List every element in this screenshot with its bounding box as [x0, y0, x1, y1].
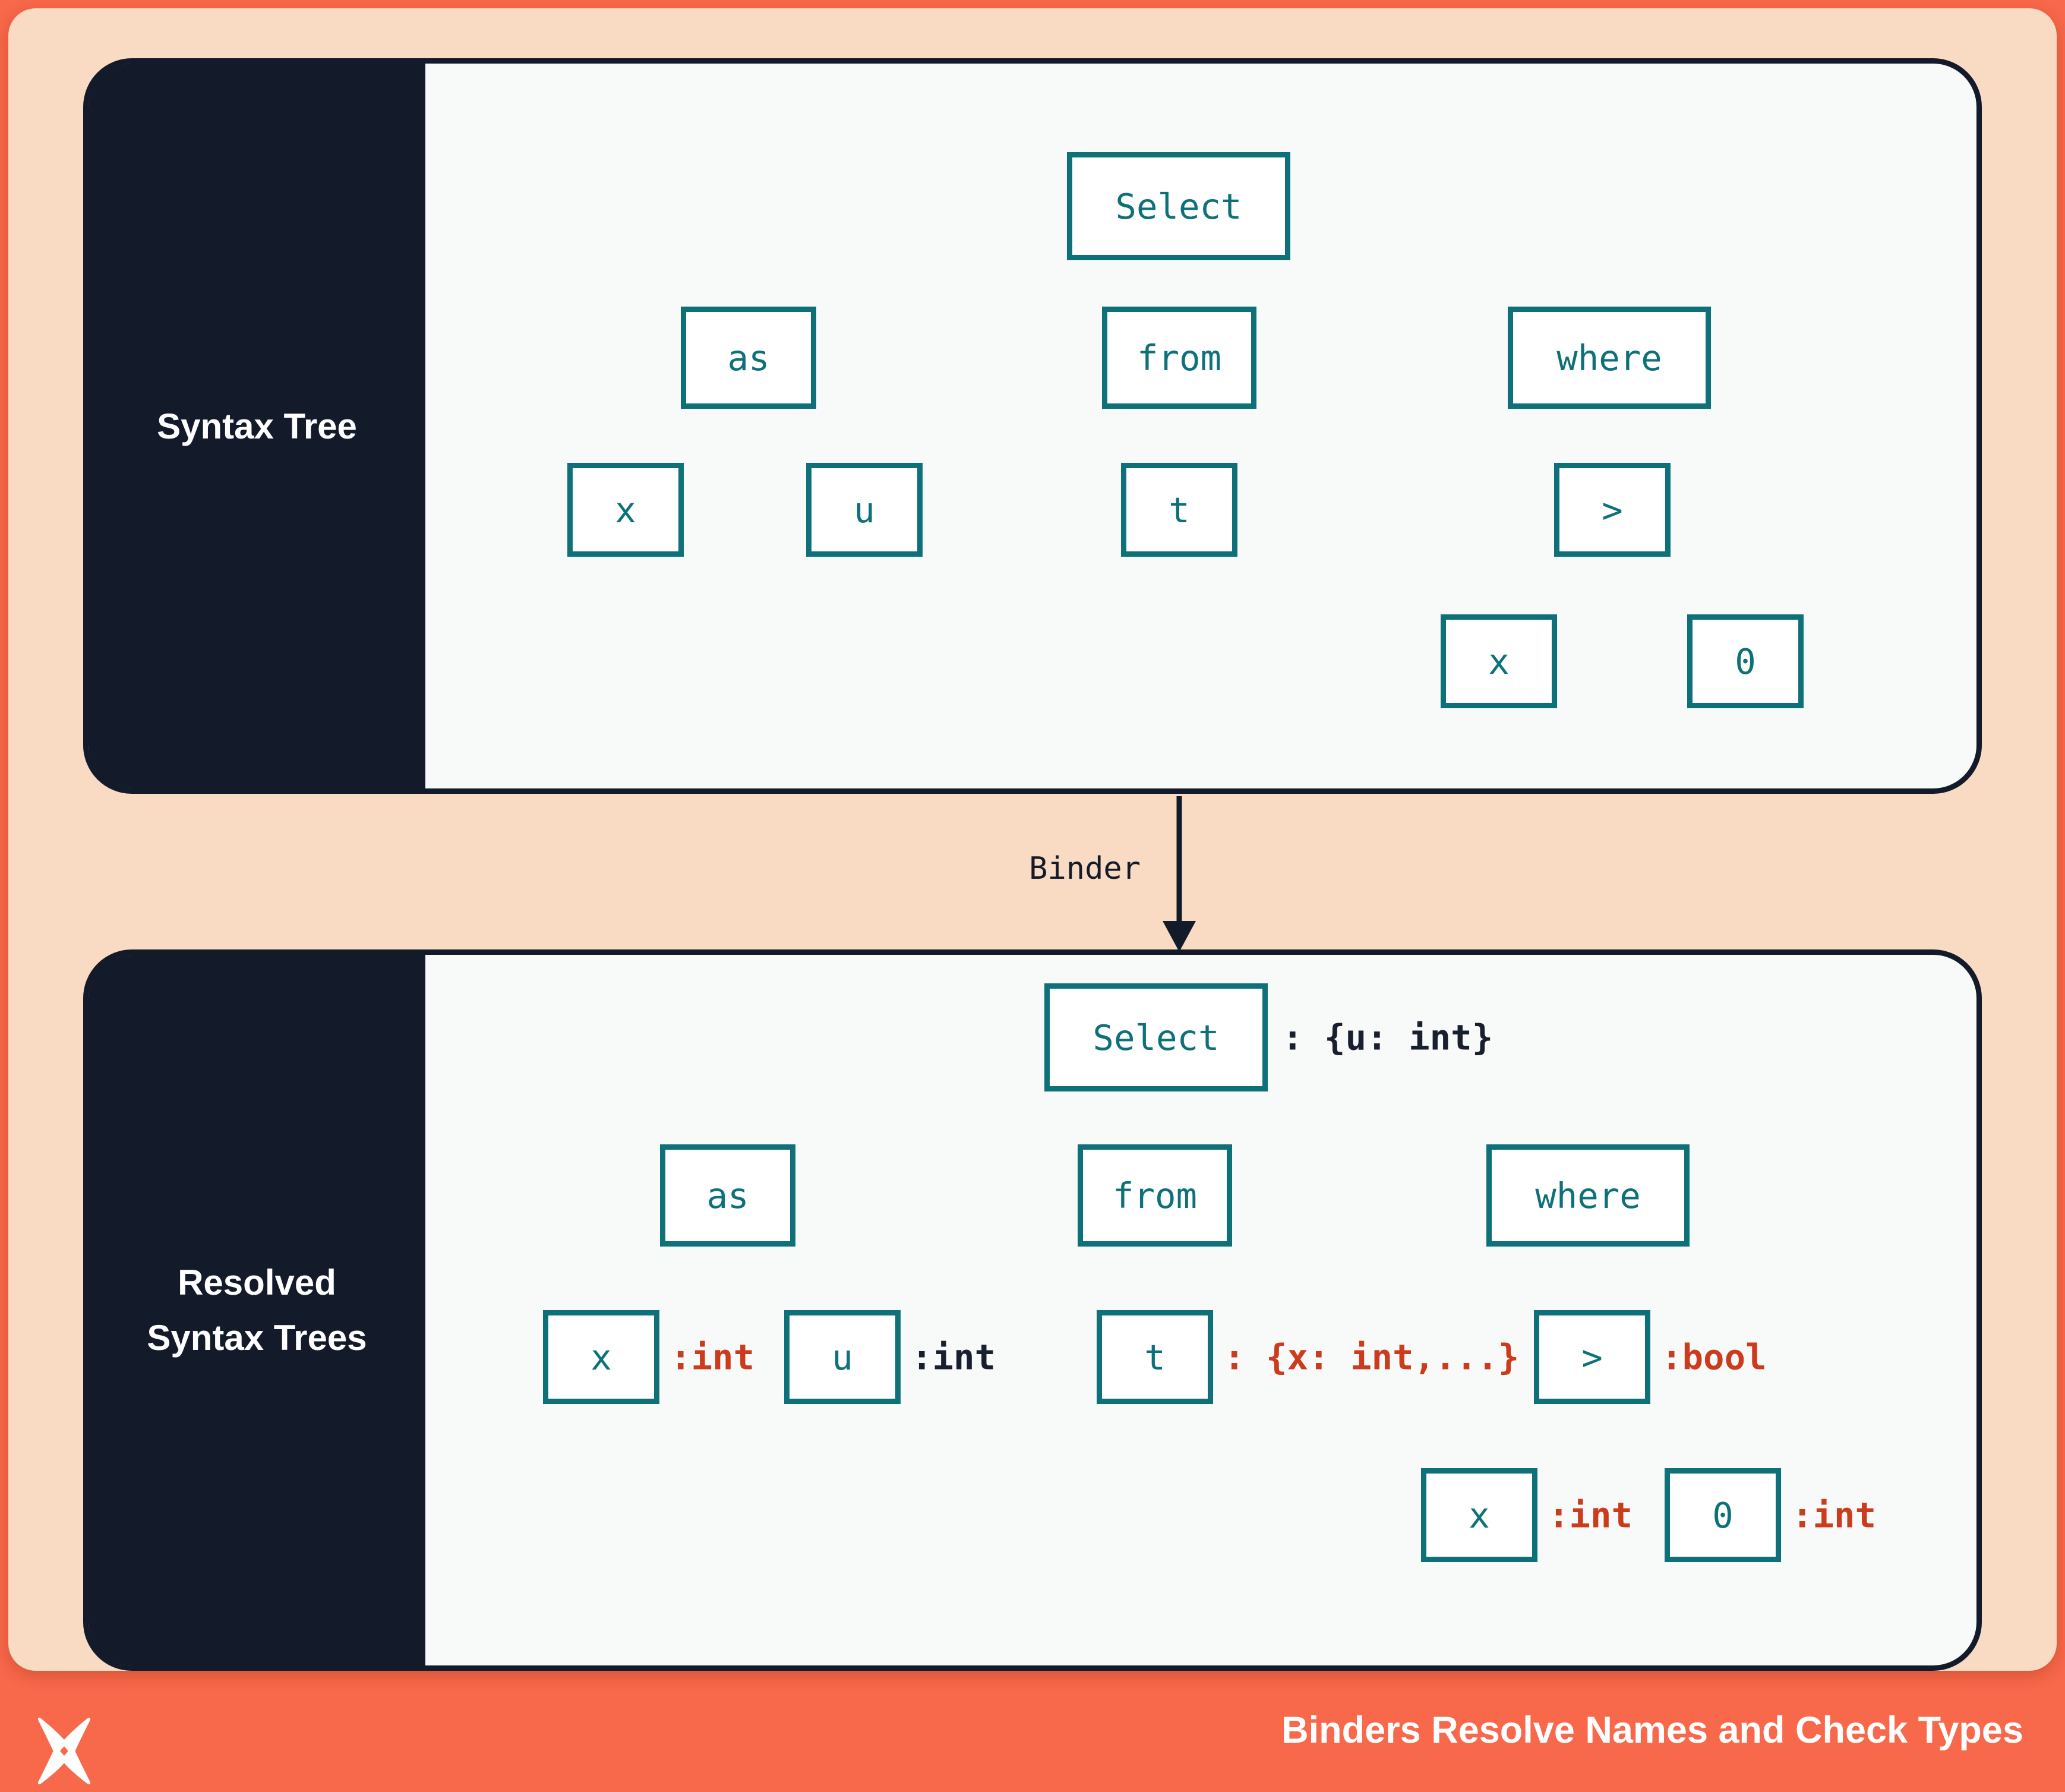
- resolved-node-zero: 0: [1665, 1468, 1781, 1562]
- resolved-node-x: x: [543, 1310, 659, 1404]
- resolved-node-t: t: [1097, 1310, 1213, 1404]
- resolved-node-where: where: [1486, 1144, 1690, 1247]
- resolved-node-select: Select: [1044, 983, 1268, 1091]
- tree-node-u: u: [806, 463, 923, 557]
- type-annotation-select: : {u: int}: [1282, 1017, 1494, 1058]
- type-annotation-x: :int: [670, 1336, 755, 1378]
- tree-node-where: where: [1508, 307, 1711, 409]
- resolved-node-gt: >: [1534, 1310, 1650, 1404]
- type-annotation-t: : {x: int,...}: [1224, 1336, 1520, 1378]
- type-annotation-gt: :bool: [1661, 1336, 1767, 1378]
- resolved-node-u: u: [784, 1310, 901, 1404]
- syntax-tree-title: Syntax Tree: [157, 406, 357, 446]
- tree-node-zero: 0: [1687, 614, 1804, 708]
- resolved-sidebar: Resolved Syntax Trees: [89, 955, 425, 1665]
- resolved-title: Resolved Syntax Trees: [147, 1255, 367, 1365]
- panel-resolved-syntax-trees: Resolved Syntax Trees: [83, 949, 1982, 1671]
- type-annotation-zero: :int: [1792, 1494, 1877, 1536]
- binder-label: Binder: [1029, 851, 1141, 886]
- resolved-title-line2: Syntax Trees: [147, 1318, 367, 1358]
- tree-node-gt: >: [1554, 463, 1671, 557]
- resolved-title-line1: Resolved: [178, 1263, 336, 1302]
- tree-node-x2: x: [1441, 614, 1557, 708]
- syntax-tree-sidebar: Syntax Tree: [89, 64, 425, 788]
- resolved-node-from: from: [1078, 1144, 1232, 1247]
- tree-node-t: t: [1121, 463, 1237, 557]
- type-annotation-u: :int: [911, 1336, 996, 1378]
- dolt-x-logo-icon: [37, 1717, 91, 1785]
- type-annotation-x2: :int: [1548, 1494, 1633, 1536]
- tree-node-select: Select: [1067, 152, 1290, 260]
- footer-title: Binders Resolve Names and Check Types: [1281, 1709, 2023, 1751]
- resolved-node-as: as: [660, 1144, 795, 1247]
- panel-syntax-tree: Syntax Tree: [83, 58, 1982, 794]
- resolved-node-x2: x: [1421, 1468, 1537, 1562]
- tree-node-as: as: [681, 307, 816, 409]
- tree-node-from: from: [1102, 307, 1256, 409]
- tree-node-x: x: [567, 463, 684, 557]
